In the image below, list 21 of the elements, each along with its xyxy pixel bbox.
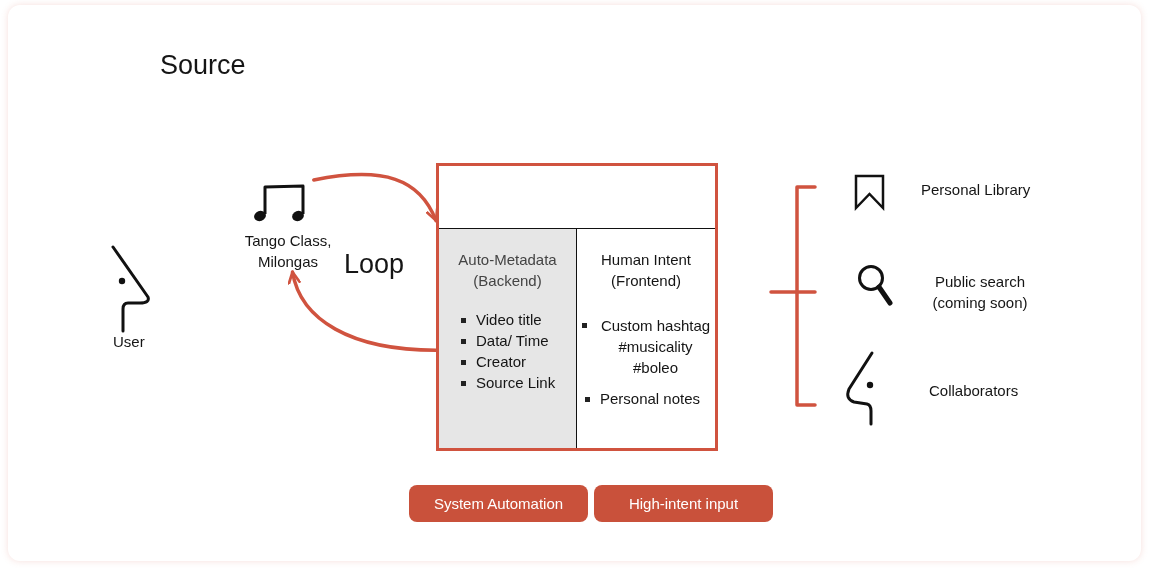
section-heading: Source xyxy=(160,49,246,81)
feature-label: Personal Library xyxy=(921,180,1031,200)
metadata-panel xyxy=(439,228,577,448)
app-frame xyxy=(436,163,718,451)
list-item: Personal notes xyxy=(585,388,701,409)
user-label: User xyxy=(113,332,145,352)
source-label: Tango Class, Milongas xyxy=(243,231,333,272)
list-item: Data/ Time xyxy=(461,330,549,351)
feature-label: Collaborators xyxy=(929,381,1019,401)
loop-arrow xyxy=(288,270,438,352)
feature-label: Public search (coming soon) xyxy=(931,272,1029,313)
loop-arrow xyxy=(312,172,438,223)
list-item: Creator xyxy=(461,351,527,372)
list-item: Custom hashtag #musicality #boleo xyxy=(582,315,714,378)
list-item: Video title xyxy=(461,309,542,330)
panel-heading: Auto-Metadata (Backend) xyxy=(457,250,558,291)
panel-heading: Human Intent (Frontend) xyxy=(599,250,693,291)
loop-label: Loop xyxy=(344,248,405,280)
category-tag: High-intent input xyxy=(594,485,773,522)
category-tag: System Automation xyxy=(409,485,588,522)
list-item: Source Link xyxy=(461,372,556,393)
